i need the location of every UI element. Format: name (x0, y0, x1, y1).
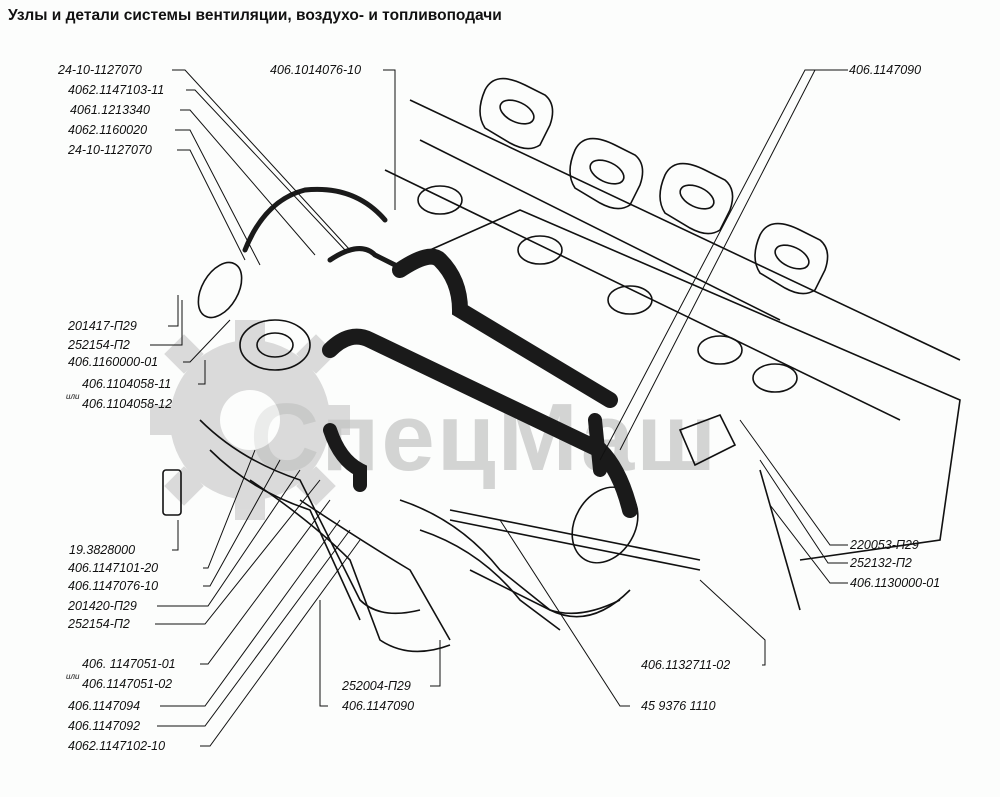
part-label: 252154-П2 (68, 617, 130, 631)
part-label: 4061.1213340 (70, 103, 150, 117)
part-label: 45 9376 1110 (641, 699, 716, 713)
part-label: 24-10-1127070 (58, 63, 142, 77)
part-label: 406.1132711-02 (641, 658, 731, 672)
part-label: 406.1147092 (68, 719, 141, 733)
part-label: 252154-П2 (68, 338, 130, 352)
part-label: 406.1104058-12 (82, 397, 173, 411)
or-label: или (66, 392, 80, 401)
part-label: 252132-П2 (850, 556, 912, 570)
part-label: 406.1130000-01 (850, 576, 941, 590)
ventilation-hoses (242, 186, 638, 518)
part-label: 4062.1147102-10 (68, 739, 166, 753)
part-label: 406.1147094 (68, 699, 141, 713)
part-label: 4062.1160020 (68, 123, 148, 137)
part-label: 19.3828000 (69, 543, 136, 557)
part-label: 201417-П29 (68, 319, 137, 333)
leader-lines (150, 69, 848, 747)
gear-watermark-icon (150, 320, 350, 520)
part-label: 406.1147090 (849, 63, 922, 77)
part-label: 252004-П29 (342, 679, 411, 693)
part-label: 406.1104058-11 (82, 377, 172, 391)
diagram-title: Узлы и детали системы вентиляции, воздух… (8, 7, 502, 24)
part-label: 406.1160000-01 (68, 355, 159, 369)
part-label: 406.1147090 (342, 699, 415, 713)
part-label: 406.1014076-10 (270, 63, 362, 77)
part-label: 24-10-1127070 (68, 143, 152, 157)
part-label: 406. 1147051-01 (82, 657, 176, 671)
part-label: 220053-П29 (850, 538, 919, 552)
or-label: или (66, 672, 80, 681)
part-label: 406.1147051-02 (82, 677, 173, 691)
part-label: 201420-П29 (68, 599, 137, 613)
part-label: 4062.1147103-11 (68, 83, 165, 97)
part-label: 406.1147076-10 (68, 579, 159, 593)
part-label: 406.1147101-20 (68, 561, 159, 575)
